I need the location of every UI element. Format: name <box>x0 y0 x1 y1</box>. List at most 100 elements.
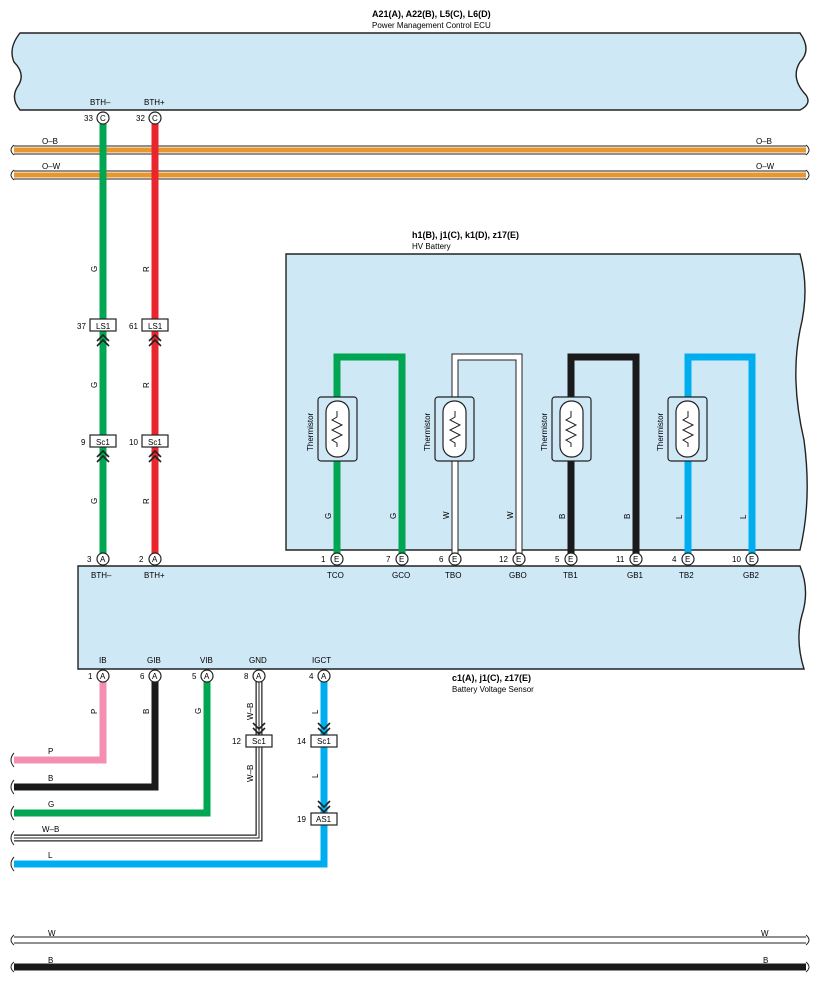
ecu-pin-33-circle <box>96 111 110 125</box>
lower-wire-label-l-2: L <box>311 773 320 778</box>
svg-text:19: 19 <box>297 815 306 824</box>
therm-wire-label-b2: B <box>623 514 632 519</box>
sensor-box <box>77 565 807 670</box>
svg-text:GND: GND <box>249 656 267 665</box>
svg-text:E: E <box>399 555 404 564</box>
sensor-top-pin-9: 4 E TB2 <box>672 552 695 580</box>
svg-text:GB1: GB1 <box>627 571 644 580</box>
svg-text:Sc1: Sc1 <box>148 438 162 447</box>
therm-wire-label-g1: G <box>324 513 333 519</box>
svg-text:AS1: AS1 <box>316 815 332 824</box>
battery-name: HV Battery <box>412 242 451 251</box>
wire-label-g-3: G <box>90 498 99 504</box>
svg-text:E: E <box>452 555 457 564</box>
ecu-codes: A21(A), A22(B), L5(C), L6(D) <box>372 9 491 19</box>
bus-b-right-label: B <box>763 956 768 965</box>
svg-text:TCO: TCO <box>327 571 344 580</box>
wire-label-g-2: G <box>90 382 99 388</box>
svg-text:IGCT: IGCT <box>312 656 331 665</box>
svg-text:61: 61 <box>129 322 138 331</box>
sensor-top-pin-4: 7 E GCO <box>386 552 410 580</box>
ecu-pin-num-33: 33 <box>84 114 93 123</box>
svg-text:GB2: GB2 <box>743 571 760 580</box>
svg-text:GIB: GIB <box>147 656 161 665</box>
top-bus-ob: O–B O–B <box>10 137 810 156</box>
svg-text:4: 4 <box>672 555 677 564</box>
bus-w-left-label: W <box>48 929 56 938</box>
svg-text:Sc1: Sc1 <box>252 737 266 746</box>
svg-text:A: A <box>152 555 158 564</box>
sensor-top-pin-3: 1 E TCO <box>321 552 344 580</box>
sensor-name: Battery Voltage Sensor <box>452 685 534 694</box>
connector-sc1-right: 10 Sc1 <box>129 434 169 463</box>
sensor-codes: c1(A), j1(C), z17(E) <box>452 673 531 683</box>
lower-wire-label-g: G <box>194 708 203 714</box>
sensor-bottom-pin-gnd: GND 8 A <box>244 656 267 683</box>
svg-text:5: 5 <box>555 555 560 564</box>
svg-text:VIB: VIB <box>200 656 213 665</box>
thermistor-3: Thermistor <box>540 396 592 462</box>
svg-text:4: 4 <box>309 672 314 681</box>
bus-ob-left-label: O–B <box>42 137 58 146</box>
svg-text:14: 14 <box>297 737 306 746</box>
sensor-top-pin-1: 3 A BTH– <box>87 552 112 580</box>
svg-text:37: 37 <box>77 322 86 331</box>
svg-text:1: 1 <box>88 672 93 681</box>
svg-text:Sc1: Sc1 <box>317 737 331 746</box>
wire-label-r-3: R <box>142 498 151 504</box>
svg-text:TBO: TBO <box>445 571 461 580</box>
thermistor-4: Thermistor <box>656 396 708 462</box>
svg-text:E: E <box>685 555 690 564</box>
svg-text:A: A <box>256 672 262 681</box>
therm-wire-label-l2: L <box>739 514 748 519</box>
svg-text:12: 12 <box>232 737 241 746</box>
svg-text:12: 12 <box>499 555 508 564</box>
left-bus-label-l: L <box>48 851 53 860</box>
svg-text:6: 6 <box>439 555 444 564</box>
svg-text:LS1: LS1 <box>96 322 111 331</box>
svg-text:8: 8 <box>244 672 249 681</box>
sensor-bottom-pin-gib: GIB 6 A <box>140 656 162 683</box>
wire-label-g-1: G <box>90 266 99 272</box>
connector-gnd-sc1: 12 Sc1 <box>232 722 273 748</box>
battery-codes: h1(B), j1(C), k1(D), z17(E) <box>412 230 519 240</box>
sensor-top-pin-6: 12 E GBO <box>499 552 527 580</box>
left-bus-caps <box>10 752 15 872</box>
svg-text:GCO: GCO <box>392 571 410 580</box>
bottom-bus-b: B B <box>10 956 810 973</box>
svg-text:Thermistor: Thermistor <box>423 412 432 451</box>
svg-text:10: 10 <box>732 555 741 564</box>
svg-text:1: 1 <box>321 555 326 564</box>
therm-wire-label-g2: G <box>389 513 398 519</box>
svg-text:E: E <box>568 555 573 564</box>
connector-ls1-right: 61 LS1 <box>129 318 169 347</box>
bus-ow-right-label: O–W <box>756 162 775 171</box>
svg-text:IB: IB <box>99 656 107 665</box>
lower-wire-label-b: B <box>142 709 151 714</box>
therm-wire-label-w2: W <box>506 511 515 519</box>
left-bus-label-wb: W–B <box>42 825 59 834</box>
bottom-bus-w: W W <box>10 929 810 946</box>
svg-text:E: E <box>749 555 754 564</box>
wire-label-r-1: R <box>142 266 151 272</box>
sensor-top-pin-5: 6 E TBO <box>439 552 462 580</box>
svg-text:A: A <box>152 672 158 681</box>
svg-text:LS1: LS1 <box>148 322 163 331</box>
connector-ls1-left: 37 LS1 <box>77 318 117 347</box>
wire-pink-ib <box>14 680 107 764</box>
svg-text:3: 3 <box>87 555 92 564</box>
ecu-pin-num-32: 32 <box>136 114 145 123</box>
svg-text:TB2: TB2 <box>679 571 694 580</box>
svg-text:6: 6 <box>140 672 145 681</box>
connector-igct-sc1: 14 Sc1 <box>297 722 338 748</box>
svg-text:9: 9 <box>81 438 86 447</box>
therm-wire-label-w1: W <box>442 511 451 519</box>
lower-wire-label-p: P <box>90 709 99 714</box>
ecu-pin-name-bth-plus: BTH+ <box>144 98 165 107</box>
sensor-bottom-pin-vib: VIB 5 A <box>192 656 214 683</box>
svg-text:E: E <box>334 555 339 564</box>
sensor-top-pin-7: 5 E TB1 <box>555 552 578 580</box>
svg-text:7: 7 <box>386 555 391 564</box>
wire-green-vib <box>14 680 211 817</box>
